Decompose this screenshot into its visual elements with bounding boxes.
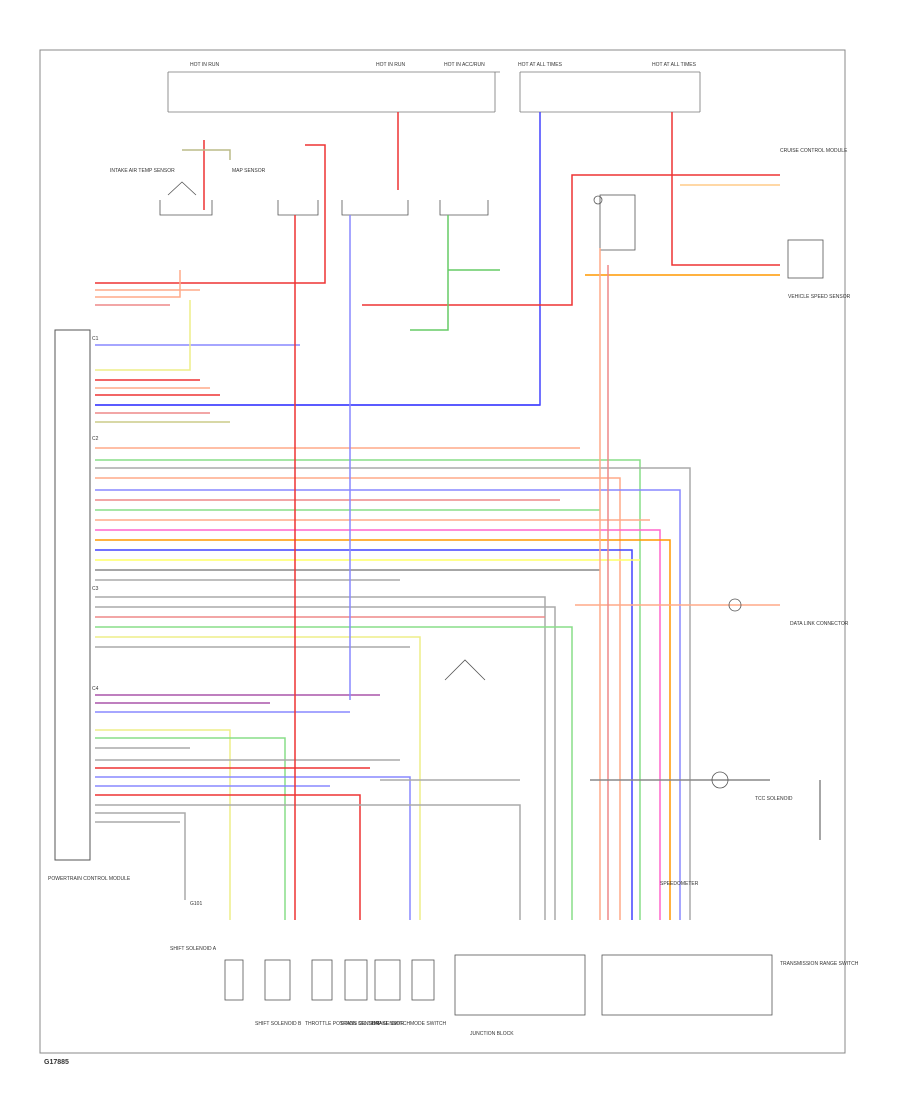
fuse-rail: [167, 71, 701, 113]
label-brake: BRAKE SWITCH: [372, 1021, 410, 1027]
ecm-box: [54, 329, 91, 861]
fuse-label-3: HOT IN ACC/RUN: [444, 62, 485, 68]
wires: [95, 112, 821, 920]
fuse-label-4: HOT AT ALL TIMES: [518, 62, 563, 68]
label-dlc: DATA LINK CONNECTOR: [790, 621, 849, 627]
ecm-conn-c1: C1: [92, 336, 99, 342]
label-iat: INTAKE AIR TEMP SENSOR: [110, 168, 175, 174]
fuse-label-5: HOT AT ALL TIMES: [652, 62, 697, 68]
label-range: TRANSMISSION RANGE SWITCH: [780, 961, 859, 967]
label-vss: VEHICLE SPEED SENSOR: [788, 294, 851, 300]
label-cruise: CRUISE CONTROL MODULE: [780, 148, 848, 154]
fuse-label-2: HOT IN RUN: [376, 62, 405, 68]
label-mode: MODE SWITCH: [410, 1021, 446, 1027]
ecm-conn-c2: C2: [92, 436, 99, 442]
label-map: MAP SENSOR: [232, 168, 266, 174]
upper-components: [159, 181, 824, 279]
label-oil-temp: TRANS OIL TEMP SENSOR: [340, 1021, 404, 1027]
fuse-label-1: HOT IN RUN: [190, 62, 219, 68]
label-junction: JUNCTION BLOCK: [470, 1031, 514, 1037]
ecm-conn-c3: C3: [92, 586, 99, 592]
label-sol-b: SHIFT SOLENOID B: [255, 1021, 302, 1027]
label-speedo: SPEEDOMETER: [660, 881, 699, 887]
label-tps: THROTTLE POSITION SENSOR: [305, 1021, 380, 1027]
ecm-conn-c4: C4: [92, 686, 99, 692]
diagram-border: [39, 49, 846, 1054]
label-sol-a: SHIFT SOLENOID A: [170, 946, 217, 952]
footer-code: G17885: [44, 1059, 69, 1066]
ecm-label: POWERTRAIN CONTROL MODULE: [48, 876, 131, 882]
lower-components: [224, 598, 773, 1016]
label-tcc: TCC SOLENOID: [755, 796, 793, 802]
label-ground: G101: [190, 901, 202, 907]
